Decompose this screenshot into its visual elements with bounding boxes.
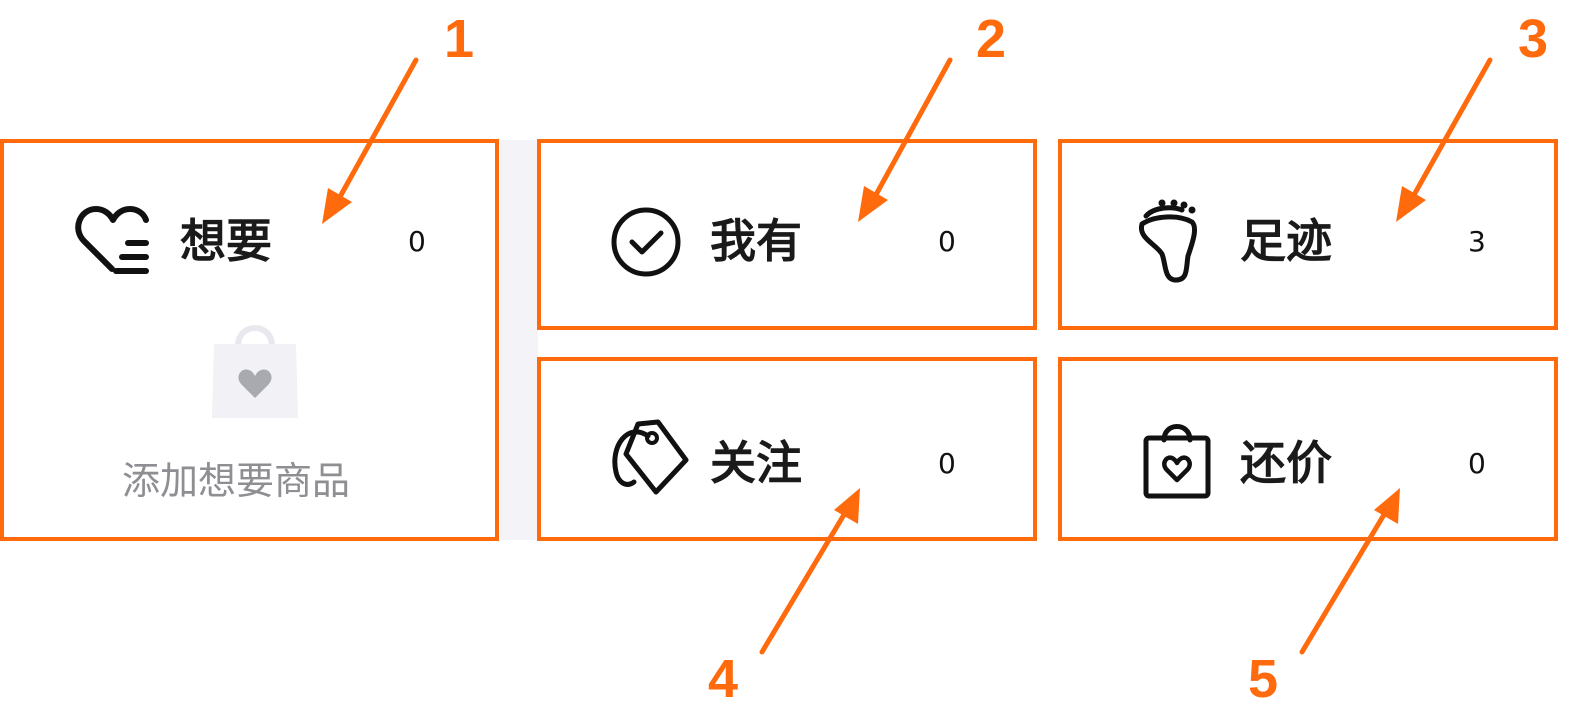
footprint-card[interactable]: 足迹 3 (1058, 140, 1556, 328)
want-card[interactable]: 想要 0 添加想要商品 (0, 140, 498, 540)
follow-card[interactable]: 关注 0 (538, 358, 1036, 540)
arrow-2 (869, 57, 953, 205)
have-count: 0 (938, 225, 956, 258)
footprint-label: 足迹 (1240, 214, 1332, 268)
arrow-1 (333, 57, 419, 207)
footprint-icon (1138, 199, 1197, 283)
annotation-number-2: 2 (976, 9, 1007, 69)
want-count: 0 (408, 225, 426, 258)
annotation-number-4: 4 (708, 649, 739, 709)
bargain-card[interactable]: 还价 0 (1058, 358, 1556, 540)
follow-count: 0 (938, 447, 956, 480)
arrow-3 (1407, 57, 1493, 205)
follow-label: 关注 (710, 436, 802, 490)
check-circle-icon (611, 207, 681, 277)
arrow-5 (1299, 505, 1391, 655)
annotation-number-1: 1 (444, 9, 475, 69)
annotation-number-5: 5 (1248, 649, 1279, 709)
empty-hint: 添加想要商品 (122, 459, 351, 503)
footprint-count: 3 (1468, 225, 1486, 258)
annotation-number-3: 3 (1518, 9, 1549, 69)
have-label: 我有 (710, 214, 802, 268)
heart-list-icon (75, 206, 149, 274)
have-card[interactable]: 我有 0 (538, 140, 1036, 328)
bargain-count: 0 (1468, 447, 1486, 480)
want-label: 想要 (180, 214, 272, 268)
bargain-label: 还价 (1240, 436, 1332, 490)
bag-heart-icon (1143, 424, 1211, 499)
shopping-bag-heart-icon (212, 325, 298, 418)
tag-icon (612, 419, 689, 495)
arrow-4 (759, 505, 851, 655)
section-background (500, 140, 538, 540)
